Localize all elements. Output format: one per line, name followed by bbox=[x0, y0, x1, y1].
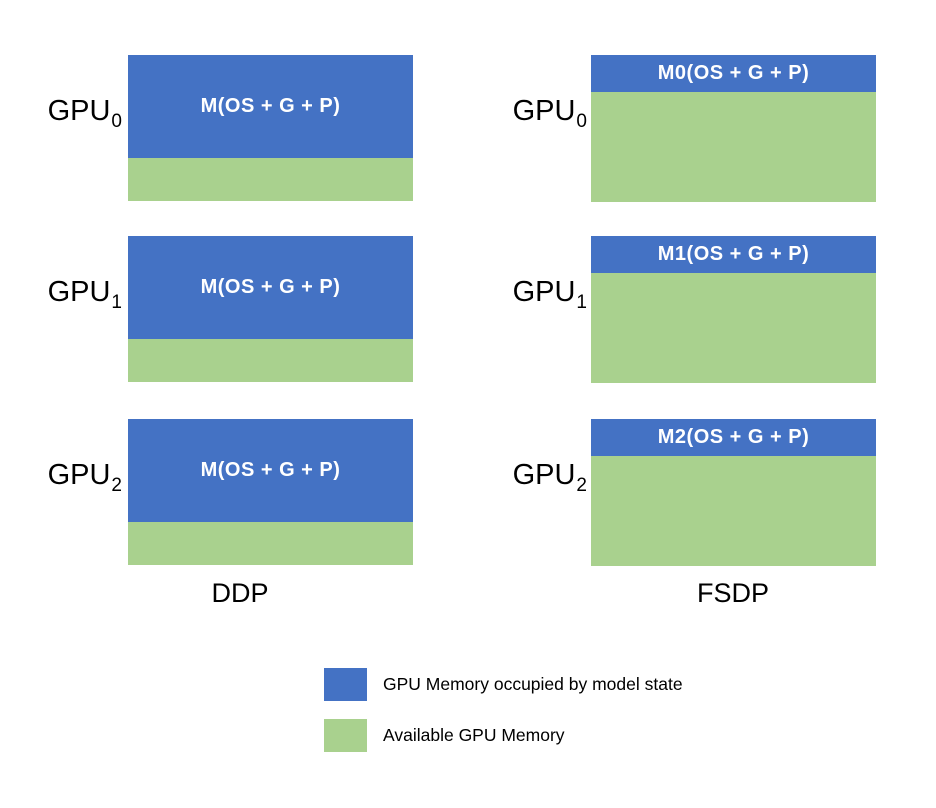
model-state-block: M(OS + G + P) bbox=[128, 419, 413, 522]
fsdp-gpu0-row: GPU0 M0(OS + G + P) bbox=[0, 55, 936, 202]
ddp-gpu2-label: GPU2 bbox=[20, 457, 122, 496]
gpu-label-text: GPU bbox=[47, 95, 111, 127]
legend-swatch-available bbox=[324, 719, 367, 752]
model-state-block: M0(OS + G + P) bbox=[591, 55, 876, 92]
fsdp-gpu1-memory-bar: M1(OS + G + P) bbox=[591, 236, 876, 383]
legend-item-model-state: GPU Memory occupied by model state bbox=[324, 668, 683, 701]
model-state-block-label: M0(OS + G + P) bbox=[657, 62, 810, 84]
ddp-gpu1-label: GPU1 bbox=[20, 274, 122, 313]
model-state-block: M(OS + G + P) bbox=[128, 55, 413, 158]
ddp-gpu0-row: GPU0 M(OS + G + P) bbox=[0, 55, 936, 202]
ddp-caption: DDP bbox=[211, 578, 269, 608]
gpu-label-text: GPU bbox=[512, 459, 576, 491]
model-state-block-label: M(OS + G + P) bbox=[200, 276, 341, 298]
model-state-block-label: M1(OS + G + P) bbox=[657, 243, 810, 265]
gpu-label-subscript: 0 bbox=[111, 111, 122, 132]
gpu-label-subscript: 2 bbox=[111, 475, 122, 496]
ddp-gpu1-memory-bar: M(OS + G + P) bbox=[128, 236, 413, 382]
gpu-label-subscript: 2 bbox=[576, 475, 587, 496]
gpu-label-text: GPU bbox=[512, 95, 576, 127]
fsdp-gpu1-row: GPU1 M1(OS + G + P) bbox=[0, 236, 936, 383]
model-state-block: M2(OS + G + P) bbox=[591, 419, 876, 456]
ddp-gpu0-label: GPU0 bbox=[20, 93, 122, 132]
gpu-label-subscript: 1 bbox=[576, 292, 587, 313]
ddp-gpu2-memory-bar: M(OS + G + P) bbox=[128, 419, 413, 565]
ddp-gpu2-row: GPU2 M(OS + G + P) bbox=[0, 419, 936, 566]
model-state-block-label: M2(OS + G + P) bbox=[657, 426, 810, 448]
available-memory-block bbox=[591, 456, 876, 566]
available-memory-block bbox=[591, 273, 876, 383]
model-state-block-label: M(OS + G + P) bbox=[200, 459, 341, 481]
ddp-gpu0-memory-bar: M(OS + G + P) bbox=[128, 55, 413, 201]
available-memory-block bbox=[128, 522, 413, 565]
fsdp-gpu2-memory-bar: M2(OS + G + P) bbox=[591, 419, 876, 566]
fsdp-gpu0-memory-bar: M0(OS + G + P) bbox=[591, 55, 876, 202]
fsdp-caption: FSDP bbox=[696, 578, 769, 608]
fsdp-gpu2-label: GPU2 bbox=[485, 457, 587, 496]
gpu-label-subscript: 1 bbox=[111, 292, 122, 313]
legend-label-model-state: GPU Memory occupied by model state bbox=[383, 674, 683, 694]
fsdp-gpu1-label: GPU1 bbox=[485, 274, 587, 313]
legend-label-available: Available GPU Memory bbox=[383, 725, 565, 745]
fsdp-gpu0-label: GPU0 bbox=[485, 93, 587, 132]
gpu-label-subscript: 0 bbox=[576, 111, 587, 132]
gpu-label-text: GPU bbox=[47, 459, 111, 491]
gpu-label-text: GPU bbox=[512, 276, 576, 308]
available-memory-block bbox=[128, 339, 413, 382]
model-state-block: M1(OS + G + P) bbox=[591, 236, 876, 273]
fsdp-gpu2-row: GPU2 M2(OS + G + P) bbox=[0, 419, 936, 566]
available-memory-block bbox=[128, 158, 413, 201]
gpu-label-text: GPU bbox=[47, 276, 111, 308]
legend-swatch-model-state bbox=[324, 668, 367, 701]
ddp-gpu1-row: GPU1 M(OS + G + P) bbox=[0, 236, 936, 383]
legend-item-available: Available GPU Memory bbox=[324, 719, 565, 752]
model-state-block-label: M(OS + G + P) bbox=[200, 95, 341, 117]
available-memory-block bbox=[591, 92, 876, 202]
model-state-block: M(OS + G + P) bbox=[128, 236, 413, 339]
